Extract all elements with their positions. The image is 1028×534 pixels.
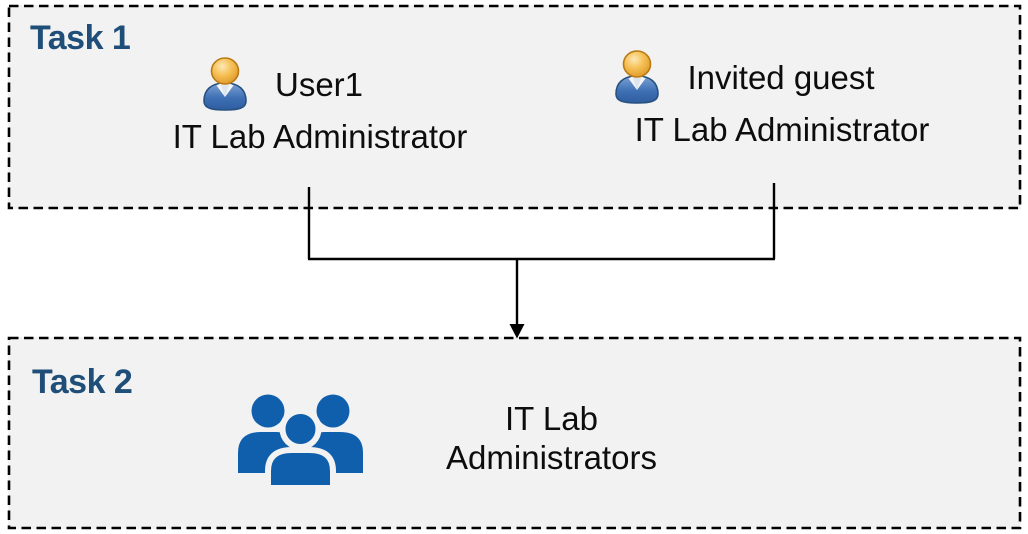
member-guest: Invited guest IT Lab Administrator [608,50,956,149]
member-guest-header: Invited guest [568,50,916,105]
member-guest-role: IT Lab Administrator [634,111,930,148]
user-icon [615,50,660,104]
member-user1: User1 IT Lab Administrator [144,57,496,156]
task2-title: Task 2 [32,363,133,401]
member-user1-header: User1 [104,57,456,112]
user-icon [203,57,247,111]
group-block: IT Lab Administrators [230,389,684,488]
task1-title: Task 1 [30,19,131,57]
task2-box: Task 2 IT Lab Administrators [8,337,1021,529]
task1-box: Task 1 [8,5,1021,209]
member-user1-name: User1 [274,65,364,103]
member-user1-role: IT Lab Administrator [172,118,468,155]
member-guest-name: Invited guest [687,58,875,96]
group-icon [238,394,363,488]
group-label: IT Lab Administrators [446,399,657,476]
